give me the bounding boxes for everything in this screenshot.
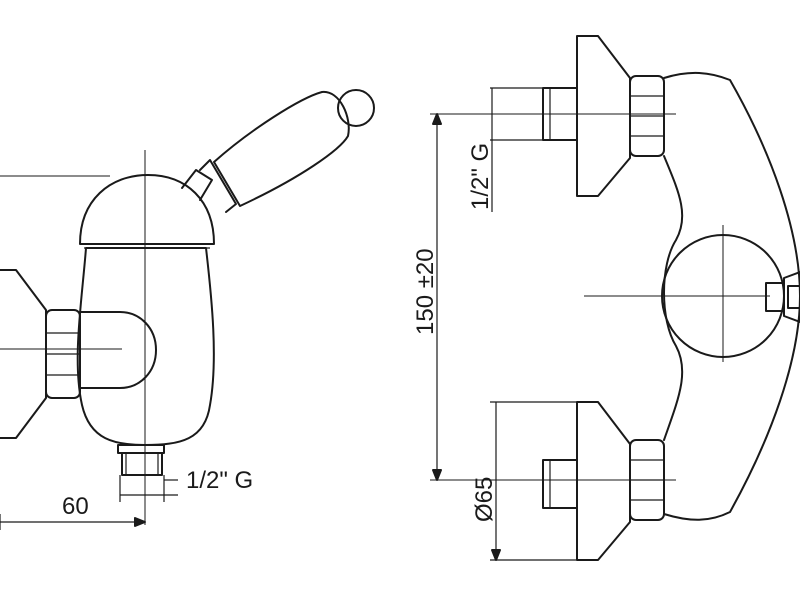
front-view: 1/2" G 150 ±20 Ø65 <box>412 35 800 561</box>
cartridge-dome <box>79 174 215 245</box>
spacing-label: 150 ±20 <box>412 248 439 335</box>
thread-dimension-side: 1/2" G <box>119 467 253 502</box>
top-flange <box>576 35 631 197</box>
bottom-flange <box>576 401 631 561</box>
width-label: 60 <box>62 493 89 520</box>
thread-dimension-front: 1/2" G <box>467 87 543 212</box>
mixer-body <box>76 247 215 446</box>
flange-diameter-label: Ø65 <box>471 477 498 522</box>
lever-handle <box>181 89 375 213</box>
outlet-connector <box>117 444 165 476</box>
mixer-body-front <box>663 71 800 521</box>
width-dimension: 60 <box>0 493 146 530</box>
spacing-dimension: 150 ±20 <box>412 113 442 481</box>
bottom-inlet-pipe <box>542 459 578 509</box>
thread-label-front: 1/2" G <box>467 143 494 210</box>
thread-label-side: 1/2" G <box>186 467 253 494</box>
top-hex-nut <box>629 75 665 157</box>
side-outlet <box>765 271 800 323</box>
wall-flange <box>0 269 47 439</box>
hex-nut-side <box>45 309 81 399</box>
flange-diameter-dimension: Ø65 <box>471 401 577 561</box>
side-view: 1/2" G 60 <box>0 89 375 530</box>
inlet-bend <box>79 311 157 389</box>
